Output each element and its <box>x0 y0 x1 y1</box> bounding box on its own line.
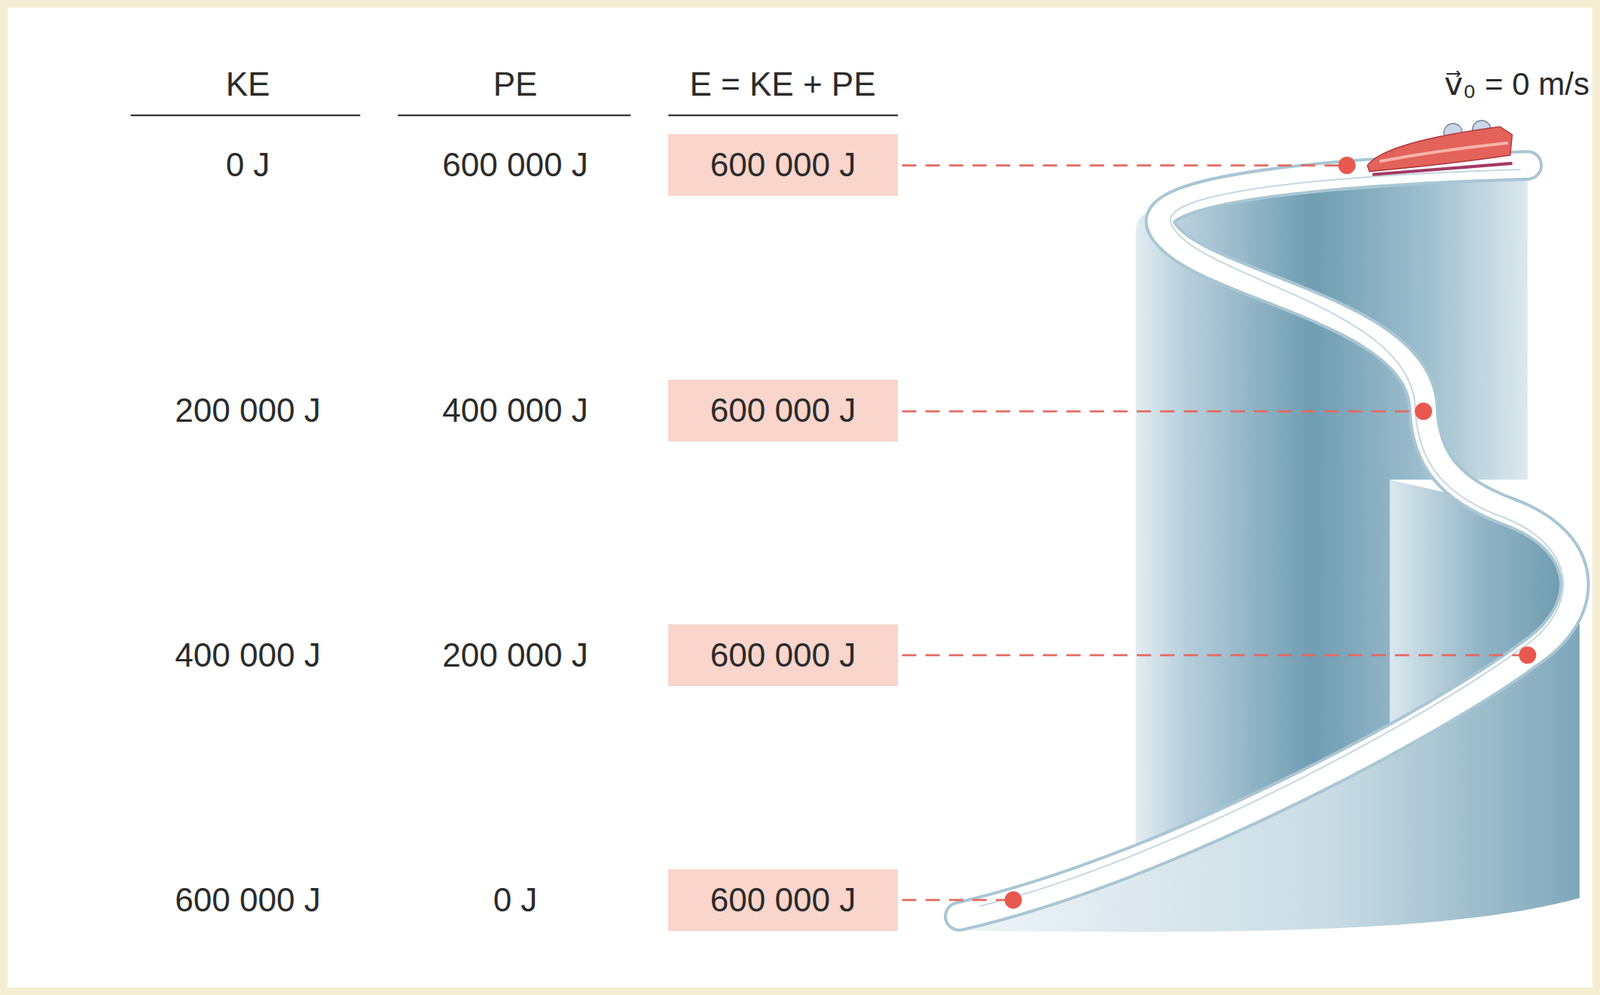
total-energy-box: 600 000 J <box>668 134 898 196</box>
energy-value: 600 000 J <box>710 146 856 184</box>
table-cell: 400 000 J <box>442 392 588 429</box>
column-header: E = KE + PE <box>689 66 876 103</box>
table-cell: 600 000 J <box>442 146 588 184</box>
column-header: KE <box>225 66 271 103</box>
header-rule <box>130 114 898 117</box>
energy-value: 600 000 J <box>710 392 856 429</box>
leader-line <box>901 165 1520 901</box>
table-cell: 600 000 J <box>174 882 321 919</box>
column-header: PE <box>493 66 538 103</box>
initial-velocity-label: v⃗₀ = 0 m/s <box>1444 67 1590 102</box>
energy-value: 600 000 J <box>710 637 856 674</box>
table-cell: 0 J <box>225 146 271 184</box>
total-energy-box: 600 000 J <box>668 624 898 687</box>
table-cell: 200 000 J <box>174 392 321 429</box>
total-energy-box: 600 000 J <box>668 869 898 932</box>
total-energy-box: 600 000 J <box>668 379 898 442</box>
position-dot <box>1004 156 1537 909</box>
energy-value: 600 000 J <box>710 882 856 919</box>
bobsled <box>1367 120 1512 175</box>
table-cell: 0 J <box>493 882 538 919</box>
bobsled-track <box>958 165 1575 917</box>
table-cell: 400 000 J <box>174 637 321 674</box>
table-cell: 200 000 J <box>442 637 588 674</box>
